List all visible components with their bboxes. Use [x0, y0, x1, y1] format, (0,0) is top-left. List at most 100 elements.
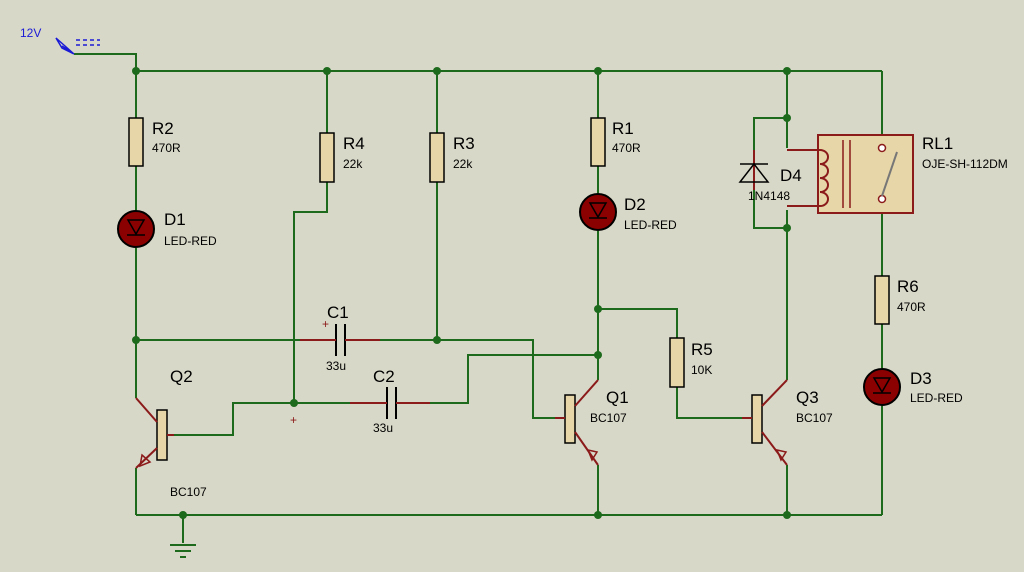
transistor-q2[interactable]: Q2 BC107: [135, 367, 207, 499]
resistor-r4[interactable]: R4 22k: [319, 132, 365, 183]
ref-label: Q2: [170, 367, 193, 386]
transistor-emitter: [761, 431, 788, 466]
junction-dot: [783, 114, 791, 122]
junction-dot: [433, 67, 441, 75]
transistor-q1[interactable]: Q1 BC107: [555, 379, 629, 466]
transistor-collector: [135, 397, 158, 423]
value-label: 1N4148: [748, 189, 790, 203]
junction-dot: [132, 336, 140, 344]
emitter-arrow-icon: [586, 448, 599, 462]
junction-dot: [132, 67, 140, 75]
resistor-r6[interactable]: R6 470R: [874, 275, 926, 325]
transistor-q3[interactable]: Q3 BC107: [742, 379, 833, 466]
power-label: 12V: [20, 26, 41, 40]
ref-label: R3: [453, 134, 475, 153]
resistor-icon: [319, 132, 335, 183]
led-d3[interactable]: D3 LED-RED: [863, 368, 963, 406]
emitter-arrow-icon: [139, 453, 152, 468]
transistor-icon: [751, 394, 763, 444]
diode-triangle-icon: [872, 377, 892, 394]
ground-symbol: [170, 544, 196, 558]
led-d2[interactable]: D2 LED-RED: [579, 193, 677, 232]
capacitor-c1[interactable]: + C1 33u: [300, 303, 380, 373]
transistor-emitter: [574, 431, 599, 466]
resistor-icon: [128, 117, 144, 167]
ref-label: C1: [327, 303, 349, 322]
junction-dot: [594, 305, 602, 313]
junction-dot: [290, 399, 298, 407]
junction-dot: [323, 67, 331, 75]
value-label: BC107: [796, 411, 833, 425]
value-label: 22k: [343, 157, 363, 171]
value-label: BC107: [170, 485, 207, 499]
wire: [598, 308, 678, 338]
ref-label: R4: [343, 134, 365, 153]
resistor-icon: [590, 117, 606, 167]
polarity-mark: +: [322, 317, 329, 331]
junction-dot: [783, 224, 791, 232]
transistor-collector: [761, 379, 788, 407]
relay-rl1[interactable]: RL1 OJE-SH-112DM: [787, 134, 1008, 214]
ref-label: R6: [897, 277, 919, 296]
resistor-icon: [669, 337, 685, 388]
capacitor-c2[interactable]: + C2 33u: [290, 367, 430, 435]
junction-dot: [783, 511, 791, 519]
junction-dot: [783, 67, 791, 75]
wire: [174, 402, 383, 436]
switch-arm-icon: [881, 151, 898, 197]
wire: [401, 354, 598, 404]
transistor-icon: [156, 409, 168, 461]
ref-label: R2: [152, 119, 174, 138]
led-icon: [117, 210, 155, 248]
value-label: LED-RED: [164, 234, 217, 248]
diode-triangle-icon: [738, 162, 770, 183]
junction-dot: [594, 67, 602, 75]
ref-label: D4: [780, 166, 802, 185]
junctions: [132, 67, 791, 519]
value-label: BC107: [590, 411, 627, 425]
relay-body: [817, 134, 914, 214]
ref-label: Q3: [796, 388, 819, 407]
led-d1[interactable]: D1 LED-RED: [117, 210, 217, 248]
value-label: 470R: [897, 300, 926, 314]
resistor-r2[interactable]: R2 470R: [128, 117, 181, 167]
power-arrow-icon: [55, 37, 75, 55]
resistor-r3[interactable]: R3 22k: [429, 132, 475, 183]
coil-icon: [819, 149, 829, 207]
value-label: LED-RED: [910, 391, 963, 405]
led-icon: [863, 368, 901, 406]
resistor-icon: [874, 275, 890, 325]
value-label: 10K: [691, 363, 712, 377]
value-label: 470R: [152, 141, 181, 155]
value-label: 470R: [612, 141, 641, 155]
value-label: 33u: [326, 359, 346, 373]
junction-dot: [433, 336, 441, 344]
diode-triangle-icon: [588, 202, 608, 219]
value-label: LED-RED: [624, 218, 677, 232]
value-label: 22k: [453, 157, 473, 171]
diode-triangle-icon: [126, 219, 146, 236]
value-label: OJE-SH-112DM: [922, 157, 1008, 171]
contact-icon: [877, 194, 887, 204]
resistor-r1[interactable]: R1 470R: [590, 117, 641, 167]
led-icon: [579, 193, 617, 231]
emitter-arrow-icon: [775, 448, 788, 462]
transistor-icon: [564, 394, 576, 444]
ref-label: Q1: [606, 388, 629, 407]
resistor-r5[interactable]: R5 10K: [669, 337, 713, 388]
transistor-collector: [574, 379, 599, 407]
ref-label: D1: [164, 210, 186, 229]
power-terminal[interactable]: 12V: [20, 26, 100, 55]
ref-label: R5: [691, 340, 713, 359]
wire: [437, 339, 555, 419]
wires: [74, 53, 883, 543]
contact-icon: [877, 143, 887, 153]
wire: [676, 387, 742, 419]
wire: [293, 182, 328, 403]
junction-dot: [179, 511, 187, 519]
resistor-icon: [429, 132, 445, 183]
wire-power-input: [74, 53, 137, 71]
ref-label: C2: [373, 367, 395, 386]
diode-d4[interactable]: D4 1N4148: [738, 150, 802, 203]
junction-dot: [594, 511, 602, 519]
